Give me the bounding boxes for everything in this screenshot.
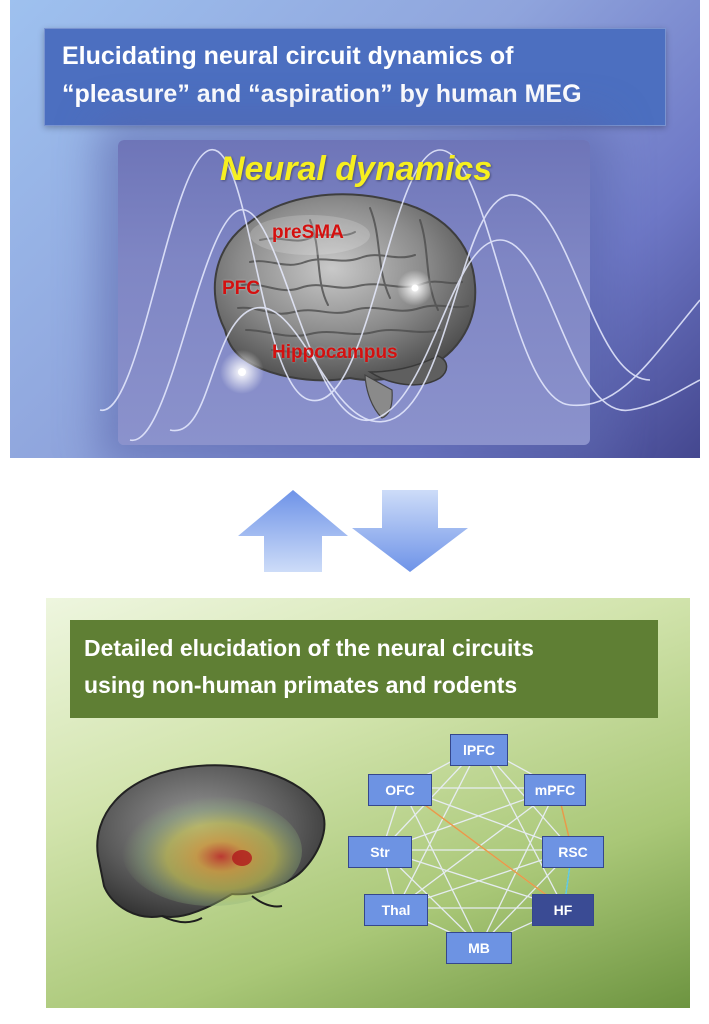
top-title-box: Elucidating neural circuit dynamics of “…: [44, 28, 666, 126]
node-thal: Thal: [364, 894, 428, 926]
bottom-panel: Detailed elucidation of the neural circu…: [46, 598, 690, 1008]
region-label-hippocampus: Hippocampus: [272, 342, 398, 363]
top-title-line2: “pleasure” and “aspiration” by human MEG: [62, 80, 582, 108]
node-rsc: RSC: [542, 836, 604, 868]
node-mpfc: mPFC: [524, 774, 586, 806]
node-hf: HF: [532, 894, 594, 926]
node-str: Str: [348, 836, 412, 868]
bidirectional-arrows: [238, 490, 468, 572]
bottom-title-line1: Detailed elucidation of the neural circu…: [84, 635, 534, 661]
bottom-title-line2: using non-human primates and rodents: [84, 672, 518, 698]
up-arrow-icon: [238, 490, 348, 572]
bottom-title-box: Detailed elucidation of the neural circu…: [70, 620, 658, 718]
wave-lines: [99, 149, 700, 441]
rodent-brain-image: [96, 764, 326, 924]
human-brain-image: [213, 193, 477, 419]
neural-dynamics-title: Neural dynamics: [220, 150, 493, 188]
node-ofc: OFC: [368, 774, 432, 806]
region-label-presma: preSMA: [272, 222, 344, 243]
node-mb: MB: [446, 932, 512, 964]
top-title-line1: Elucidating neural circuit dynamics of: [62, 42, 514, 70]
top-panel: Elucidating neural circuit dynamics of “…: [10, 0, 700, 458]
down-arrow-icon: [352, 490, 468, 572]
region-label-pfc: PFC: [222, 278, 260, 299]
node-lpfc: lPFC: [450, 734, 508, 766]
neural-waves-illustration: [99, 149, 700, 441]
